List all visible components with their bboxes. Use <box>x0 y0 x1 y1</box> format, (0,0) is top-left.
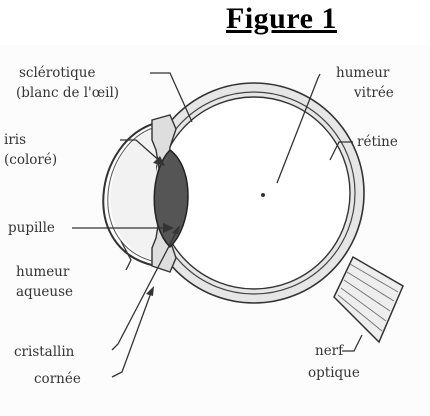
label-nerf-optique-sub: optique <box>308 364 360 383</box>
label-cornee: cornée <box>34 370 81 389</box>
label-nerf-optique: nerf <box>315 342 343 361</box>
label-retine: rétine <box>357 133 398 152</box>
label-humeur-vitree: humeur <box>336 64 389 83</box>
label-sclerotique-sub: (blanc de l'œil) <box>16 84 119 103</box>
label-humeur-vitree-sub: vitrée <box>354 84 394 103</box>
optic-nerve <box>334 257 403 342</box>
leader-nerf-optique <box>342 335 362 351</box>
label-pupille: pupille <box>8 219 55 238</box>
label-iris: iris <box>4 131 26 150</box>
label-iris-sub: (coloré) <box>4 151 57 170</box>
label-cristallin: cristallin <box>14 343 74 362</box>
label-humeur-aqueuse: humeur <box>16 263 69 282</box>
label-humeur-aqueuse-sub: aqueuse <box>16 283 73 302</box>
anterior-chamber <box>110 129 156 261</box>
vitreous-dot <box>261 193 265 197</box>
leader-cornee <box>112 290 152 377</box>
label-sclerotique: sclérotique <box>19 64 95 83</box>
